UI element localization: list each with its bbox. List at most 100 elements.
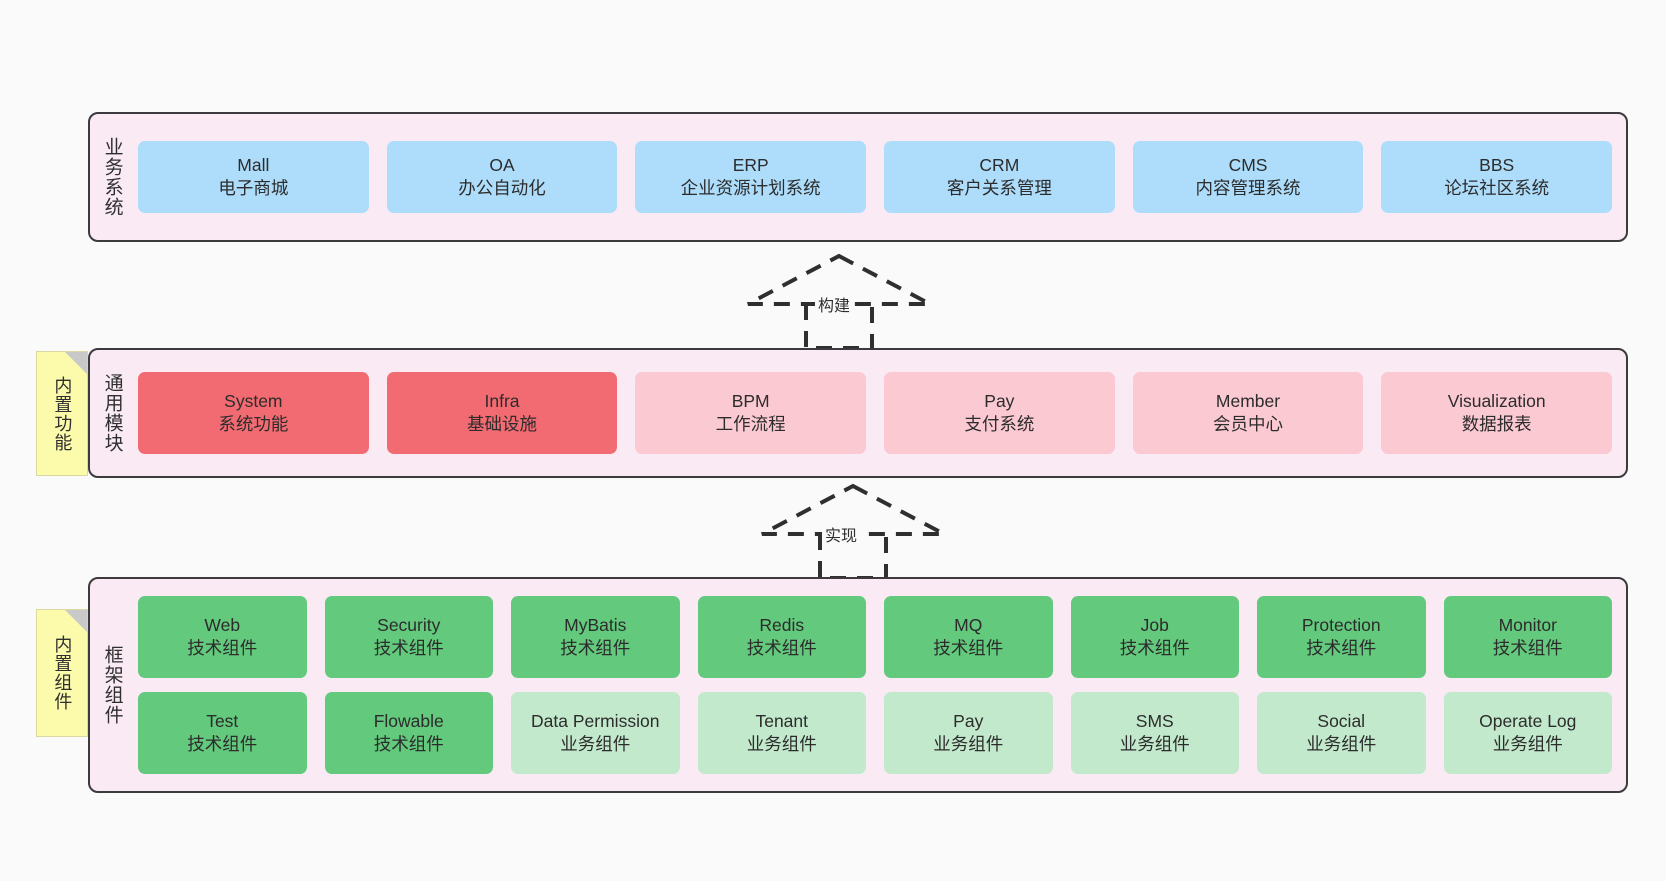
box-subtitle: 业务组件 bbox=[560, 734, 631, 754]
box-subtitle: 业务组件 bbox=[746, 734, 817, 754]
box-subtitle: 系统功能 bbox=[218, 414, 289, 434]
box-title: Redis bbox=[759, 614, 805, 635]
box-operate-log[interactable]: Operate Log 业务组件 bbox=[1443, 692, 1612, 774]
box-subtitle: 技术组件 bbox=[1306, 638, 1377, 658]
box-subtitle: 技术组件 bbox=[187, 734, 258, 754]
box-data-permission[interactable]: Data Permission 业务组件 bbox=[511, 692, 680, 774]
box-job[interactable]: Job 技术组件 bbox=[1070, 596, 1239, 678]
box-subtitle: 业务组件 bbox=[1119, 734, 1190, 754]
box-monitor[interactable]: Monitor 技术组件 bbox=[1443, 596, 1612, 678]
box-title: BPM bbox=[731, 390, 770, 411]
box-title: Pay bbox=[953, 710, 984, 731]
box-subtitle: 办公自动化 bbox=[458, 178, 546, 198]
box-subtitle: 企业资源计划系统 bbox=[680, 178, 821, 198]
box-mall[interactable]: Mall 电子商城 bbox=[138, 141, 369, 213]
box-member[interactable]: Member 会员中心 bbox=[1132, 372, 1364, 454]
box-subtitle: 技术组件 bbox=[373, 734, 444, 754]
layer-row: Web 技术组件 Security 技术组件 MyBatis 技术组件 Redi… bbox=[138, 596, 1612, 678]
layer-common-module: 通用模块 System 系统功能 Infra 基础设施 BPM 工作流程 Pay… bbox=[88, 348, 1628, 478]
box-subtitle: 论坛社区系统 bbox=[1444, 178, 1550, 198]
layer-title-framework-component: 框架组件 bbox=[101, 645, 123, 725]
box-bpm[interactable]: BPM 工作流程 bbox=[635, 372, 867, 454]
box-title: Monitor bbox=[1498, 614, 1557, 635]
box-redis[interactable]: Redis 技术组件 bbox=[697, 596, 866, 678]
box-title: BBS bbox=[1479, 154, 1515, 175]
box-tenant[interactable]: Tenant 业务组件 bbox=[697, 692, 866, 774]
sticky-note-builtin-component: 内置组件 bbox=[36, 609, 88, 737]
layer-title-business-system: 业务系统 bbox=[101, 137, 123, 217]
box-subtitle: 支付系统 bbox=[964, 414, 1035, 434]
layer-business-system: 业务系统 Mall 电子商城 OA 办公自动化 ERP 企业资源计划系统 CRM… bbox=[88, 112, 1628, 242]
box-visualization[interactable]: Visualization 数据报表 bbox=[1381, 372, 1613, 454]
box-title: Social bbox=[1317, 710, 1366, 731]
box-title: MyBatis bbox=[564, 614, 627, 635]
layer-row: Mall 电子商城 OA 办公自动化 ERP 企业资源计划系统 CRM 客户关系… bbox=[138, 141, 1613, 213]
folded-corner-icon bbox=[65, 352, 87, 374]
box-bbs[interactable]: BBS 论坛社区系统 bbox=[1381, 141, 1613, 213]
box-subtitle: 业务组件 bbox=[1492, 734, 1563, 754]
layer-framework-component: 框架组件 Web 技术组件 Security 技术组件 MyBatis 技术组件… bbox=[88, 577, 1628, 793]
box-title: OA bbox=[489, 154, 515, 175]
box-subtitle: 业务组件 bbox=[933, 734, 1004, 754]
box-sms[interactable]: SMS 业务组件 bbox=[1070, 692, 1239, 774]
box-title: Data Permission bbox=[531, 710, 660, 731]
box-subtitle: 技术组件 bbox=[933, 638, 1004, 658]
box-subtitle: 技术组件 bbox=[746, 638, 817, 658]
box-cms[interactable]: CMS 内容管理系统 bbox=[1132, 141, 1364, 213]
box-title: Operate Log bbox=[1479, 710, 1577, 731]
box-flowable[interactable]: Flowable 技术组件 bbox=[324, 692, 493, 774]
box-subtitle: 内容管理系统 bbox=[1195, 178, 1301, 198]
box-erp[interactable]: ERP 企业资源计划系统 bbox=[635, 141, 867, 213]
box-title: Infra bbox=[484, 390, 520, 411]
layer-body-business-system: Mall 电子商城 OA 办公自动化 ERP 企业资源计划系统 CRM 客户关系… bbox=[134, 114, 1626, 240]
box-oa[interactable]: OA 办公自动化 bbox=[386, 141, 618, 213]
box-subtitle: 电子商城 bbox=[218, 178, 289, 198]
box-subtitle: 技术组件 bbox=[560, 638, 631, 658]
box-subtitle: 技术组件 bbox=[1492, 638, 1563, 658]
box-subtitle: 客户关系管理 bbox=[946, 178, 1052, 198]
box-title: Web bbox=[204, 614, 241, 635]
box-title: Job bbox=[1140, 614, 1169, 635]
box-title: Security bbox=[377, 614, 441, 635]
box-title: CRM bbox=[979, 154, 1020, 175]
layer-row: System 系统功能 Infra 基础设施 BPM 工作流程 Pay 支付系统… bbox=[138, 372, 1613, 454]
box-mq[interactable]: MQ 技术组件 bbox=[884, 596, 1053, 678]
box-title: SMS bbox=[1135, 710, 1174, 731]
box-web[interactable]: Web 技术组件 bbox=[138, 596, 307, 678]
folded-corner-icon bbox=[65, 610, 87, 632]
box-pay-component[interactable]: Pay 业务组件 bbox=[884, 692, 1053, 774]
box-subtitle: 工作流程 bbox=[715, 414, 786, 434]
box-infra[interactable]: Infra 基础设施 bbox=[386, 372, 618, 454]
box-title: System bbox=[224, 390, 283, 411]
layer-body-common-module: System 系统功能 Infra 基础设施 BPM 工作流程 Pay 支付系统… bbox=[134, 350, 1626, 476]
box-social[interactable]: Social 业务组件 bbox=[1257, 692, 1426, 774]
layer-body-framework-component: Web 技术组件 Security 技术组件 MyBatis 技术组件 Redi… bbox=[134, 579, 1626, 791]
box-system[interactable]: System 系统功能 bbox=[138, 372, 369, 454]
box-protection[interactable]: Protection 技术组件 bbox=[1257, 596, 1426, 678]
box-subtitle: 业务组件 bbox=[1306, 734, 1377, 754]
box-mybatis[interactable]: MyBatis 技术组件 bbox=[511, 596, 680, 678]
box-title: CMS bbox=[1228, 154, 1268, 175]
box-title: Protection bbox=[1301, 614, 1381, 635]
box-title: Member bbox=[1215, 390, 1281, 411]
box-subtitle: 会员中心 bbox=[1213, 414, 1284, 434]
box-title: Tenant bbox=[755, 710, 809, 731]
connector-label-implement: 实现 bbox=[822, 522, 861, 546]
layer-row: Test 技术组件 Flowable 技术组件 Data Permission … bbox=[138, 692, 1612, 774]
sticky-note-label: 内置组件 bbox=[52, 635, 73, 711]
connector-label-build: 构建 bbox=[815, 292, 854, 316]
box-pay[interactable]: Pay 支付系统 bbox=[884, 372, 1115, 454]
box-title: Pay bbox=[984, 390, 1015, 411]
box-title: Flowable bbox=[373, 710, 444, 731]
box-title: MQ bbox=[954, 614, 983, 635]
box-security[interactable]: Security 技术组件 bbox=[324, 596, 493, 678]
box-subtitle: 基础设施 bbox=[467, 414, 537, 434]
box-title: Visualization bbox=[1447, 390, 1546, 411]
box-crm[interactable]: CRM 客户关系管理 bbox=[884, 141, 1115, 213]
sticky-note-builtin-function: 内置功能 bbox=[36, 351, 88, 476]
box-subtitle: 数据报表 bbox=[1461, 414, 1532, 434]
box-subtitle: 技术组件 bbox=[187, 638, 258, 658]
sticky-note-label: 内置功能 bbox=[52, 375, 73, 452]
box-test[interactable]: Test 技术组件 bbox=[138, 692, 307, 774]
